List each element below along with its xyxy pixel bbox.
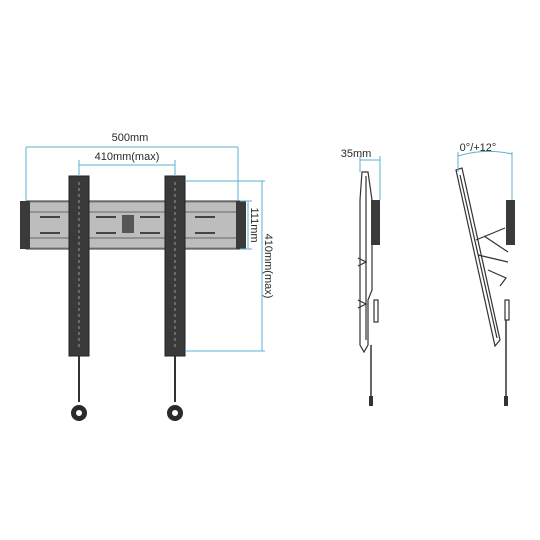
plate-height-label: 111mm <box>248 207 260 242</box>
tilt-label: 0°/+12° <box>460 142 497 154</box>
wall-plate <box>20 200 246 250</box>
depth-label: 35mm <box>341 148 372 160</box>
overall-width-dimension <box>25 146 239 201</box>
front-view: 500mm 410mm(max) 111mm 410mm(max) <box>20 132 274 421</box>
tilt-angle-dimension <box>457 150 513 200</box>
vesa-width-label: 410mm(max) <box>95 151 160 163</box>
vesa-height-label: 410mm(max) <box>262 234 274 299</box>
side-wall-plate <box>371 200 380 245</box>
overall-width-label: 500mm <box>112 132 149 144</box>
tilt-lock-end <box>504 396 508 406</box>
side-view: 35mm <box>341 148 381 406</box>
tilt-wall-plate <box>506 200 515 245</box>
vesa-height-dimension <box>185 180 265 352</box>
depth-dimension <box>359 156 381 200</box>
tilted-arm <box>455 167 510 405</box>
left-vertical-arm <box>68 175 90 421</box>
side-lock-end <box>369 396 373 406</box>
tilt-view: 0°/+12° <box>455 142 515 406</box>
side-profile <box>357 171 379 405</box>
plate-height-dimension <box>240 200 252 250</box>
right-vertical-arm <box>164 175 186 421</box>
vesa-width-dimension <box>78 160 176 176</box>
